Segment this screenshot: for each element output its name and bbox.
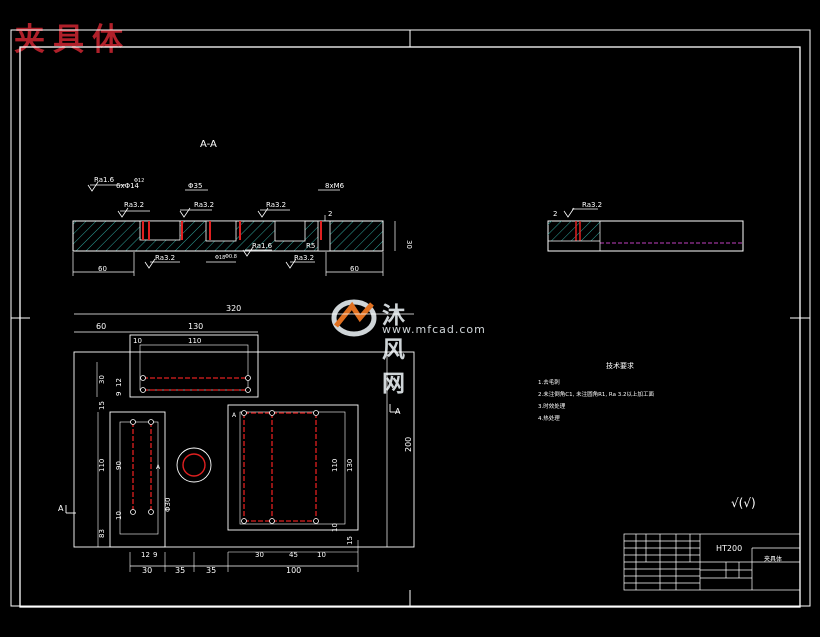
watermark-logo-icon bbox=[331, 299, 377, 337]
section-mark-inner-b: A bbox=[156, 464, 161, 471]
dim-top-left: 60 bbox=[96, 322, 106, 331]
title-block bbox=[623, 533, 801, 591]
side-step-dim: 2 bbox=[553, 210, 557, 218]
dim-left-h2: 12 bbox=[115, 378, 123, 387]
dim-b3: 35 bbox=[206, 566, 216, 575]
dim-left-h3: 9 bbox=[115, 392, 123, 396]
dim-r-h2: 130 bbox=[346, 459, 354, 472]
technical-notes: 技术要求 1.去毛刺 2.未注倒角C1, 未注圆角R1, Ra 3.2以上加工面… bbox=[538, 361, 654, 422]
drawing-title-stamp: 夹具体 bbox=[14, 22, 131, 58]
dim-inner-b: 110 bbox=[188, 337, 201, 345]
dim-b4: 100 bbox=[286, 566, 301, 575]
dim-s2: 9 bbox=[153, 551, 157, 559]
dim-r-bot2: 10 bbox=[331, 523, 339, 532]
dim-bot-h: 83 bbox=[98, 529, 106, 538]
dim-height: 200 bbox=[404, 437, 413, 452]
tech-note-3: 3.时效处理 bbox=[538, 402, 566, 410]
tech-note-4: 4.热处理 bbox=[538, 414, 560, 422]
roughness-4: Ra3.2 bbox=[266, 201, 286, 209]
dim-gap: 15 bbox=[98, 401, 106, 410]
side-view: Ra3.2 2 bbox=[547, 201, 744, 252]
roughness-7: Ra3.2 bbox=[294, 254, 314, 262]
section-mark-inner-a: A bbox=[232, 412, 237, 419]
dim-step: R5 bbox=[306, 242, 315, 250]
dim-r-bot: 15 bbox=[346, 536, 354, 545]
roughness-3: Ra3.2 bbox=[194, 201, 214, 209]
dim-r-h: 110 bbox=[331, 459, 339, 472]
watermark-brand: 沐风网 bbox=[382, 303, 408, 397]
dim-top-span: 130 bbox=[188, 322, 203, 331]
dim-bot-h2: 10 bbox=[115, 511, 123, 520]
dim-right: 60 bbox=[350, 265, 359, 273]
dim-p3: 10 bbox=[317, 551, 326, 559]
roughness-2: Ra3.2 bbox=[124, 201, 144, 209]
sheet-frame bbox=[10, 29, 811, 608]
section-mark-left: A bbox=[58, 504, 64, 513]
dim-small-top: Φ12 bbox=[134, 178, 144, 184]
plan-view: 320 60 130 10 110 30 12 9 15 110 90 83 1… bbox=[58, 304, 415, 575]
tech-note-2: 2.未注倒角C1, 未注圆角R1, Ra 3.2以上加工面 bbox=[538, 390, 654, 398]
section-label: A-A bbox=[200, 139, 217, 150]
dim-p1: 30 bbox=[255, 551, 264, 559]
surface-finish-symbol: √(√) bbox=[731, 496, 756, 510]
dim-b2: 35 bbox=[175, 566, 185, 575]
roughness-1: Ra1.6 bbox=[94, 176, 115, 184]
dim-bottom-b: Φ0.8 bbox=[225, 254, 237, 260]
title-block-material: HT200 bbox=[716, 544, 742, 553]
title-block-name: 夹具体 bbox=[764, 555, 782, 563]
dim-pin: 8xM6 bbox=[325, 182, 345, 190]
dim-mid-h: 110 bbox=[98, 459, 106, 472]
roughness-5: Ra1.6 bbox=[252, 242, 273, 250]
roughness-6: Ra3.2 bbox=[155, 254, 175, 262]
dim-left-h: 30 bbox=[98, 375, 106, 384]
dim-inner-a: 10 bbox=[133, 337, 142, 345]
dim-overall: 320 bbox=[226, 304, 241, 313]
dim-b1: 30 bbox=[142, 566, 152, 575]
tech-note-1: 1.去毛刺 bbox=[538, 378, 560, 386]
dim-s1: 12 bbox=[141, 551, 150, 559]
dim-depth: 2 bbox=[328, 210, 332, 218]
tech-notes-heading: 技术要求 bbox=[606, 361, 634, 370]
section-view: Ra1.6 Ra3.2 Ra3.2 Ra3.2 Ra1.6 Ra3.2 Ra3.… bbox=[72, 176, 413, 276]
dim-slot: Φ35 bbox=[188, 182, 202, 190]
watermark: 沐风网 www.mfcad.com bbox=[330, 296, 485, 397]
dim-hole-top: 6xΦ14 bbox=[116, 182, 140, 190]
dim-hole: Φ30 bbox=[164, 498, 172, 512]
section-mark-right: A bbox=[395, 407, 401, 416]
watermark-url: www.mfcad.com bbox=[382, 323, 486, 336]
dim-thickness: 30 bbox=[405, 240, 413, 249]
dim-mid-h2: 90 bbox=[115, 461, 123, 470]
side-roughness: Ra3.2 bbox=[582, 201, 602, 209]
dim-p2: 45 bbox=[289, 551, 298, 559]
dim-bottom-a: Φ18 bbox=[215, 255, 225, 261]
dim-left: 60 bbox=[98, 265, 107, 273]
